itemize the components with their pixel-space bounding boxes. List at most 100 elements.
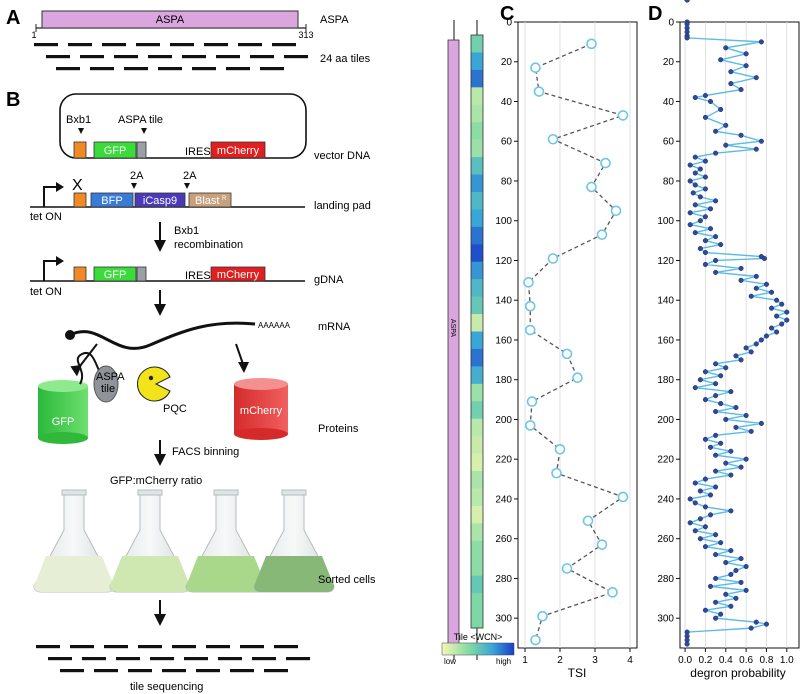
degron-point: [713, 128, 719, 134]
tile-dash: [218, 657, 242, 661]
degron-point: [692, 528, 698, 534]
y-tick-label: 260: [495, 534, 512, 545]
degron-point: [713, 393, 719, 399]
y-tick-label: 0: [668, 18, 674, 29]
degron-point: [702, 261, 708, 268]
degron-point: [743, 456, 749, 462]
degron-point: [728, 448, 734, 454]
aspa-start-number: 1: [31, 30, 36, 40]
tile-dash: [70, 645, 94, 649]
tile-dash: [264, 669, 288, 673]
tile-wcn-cell: [471, 191, 483, 210]
tsi-point: [547, 133, 559, 145]
y-tick-label: 240: [495, 494, 512, 505]
tile-dash: [102, 43, 126, 47]
tile-dash: [162, 669, 186, 673]
degron-point: [687, 520, 693, 526]
degron-point: [702, 544, 708, 550]
tile-sequencing-label: tile sequencing: [130, 681, 203, 693]
y-tick-label: 0: [506, 18, 512, 29]
flask-culture: [34, 556, 114, 592]
gfp-box-label: GFP: [104, 145, 127, 157]
tile-wcn-cell: [471, 296, 483, 315]
degron-point: [713, 575, 719, 581]
sorted-cell-flask: [33, 489, 115, 593]
tsi-point: [586, 38, 597, 50]
y-tick-label: 220: [495, 455, 512, 466]
degron-point: [774, 313, 780, 319]
degron-point: [697, 246, 703, 252]
degron-point: [738, 464, 744, 470]
degron-point: [713, 552, 719, 558]
x-tick-label: 3: [592, 655, 598, 666]
tile-dash: [206, 645, 230, 649]
sorted-cell-flask: [109, 489, 191, 593]
degron-point: [684, 35, 690, 41]
degron-point: [733, 353, 739, 359]
icasp9-box: [134, 192, 186, 208]
vector-plasmid: [59, 93, 307, 159]
degron-point: [692, 94, 698, 101]
icasp9-box-label: iCasp9: [143, 195, 177, 207]
degron-point: [774, 329, 780, 335]
degron-point: [723, 460, 729, 466]
degron-point: [713, 452, 719, 458]
y-tick-label: 120: [657, 256, 674, 267]
chart-c-frame: [517, 21, 638, 649]
degron-point: [718, 440, 724, 446]
degron-point: [768, 305, 775, 311]
degron-point: [697, 488, 703, 494]
tile-dash: [48, 657, 72, 661]
degron-point: [743, 563, 749, 570]
aspa-bar-label: ASPA: [156, 14, 185, 26]
degron-point: [713, 269, 719, 275]
y-tick-label: 60: [501, 137, 513, 148]
mcherry-cylinder-label: mCherry: [240, 405, 283, 417]
tile-dash: [158, 67, 182, 71]
landing-pad-label: landing pad: [314, 200, 371, 212]
degron-point: [718, 57, 724, 63]
flask-culture: [186, 556, 266, 592]
translation-arrow-right: [235, 343, 244, 365]
aspa-tile-label: ASPA tile: [118, 114, 163, 126]
degron-point: [687, 496, 693, 502]
degron-point: [718, 373, 724, 379]
tet-on-label-2: tet ON: [30, 286, 62, 298]
degron-point: [733, 567, 739, 574]
y-tick-label: 140: [495, 296, 512, 307]
tile-wcn-cell: [471, 418, 483, 437]
y-tick-label: 240: [657, 494, 674, 505]
flask-culture: [110, 556, 190, 592]
ratio-label: GFP:mCherry ratio: [110, 475, 202, 487]
tile-dash: [114, 55, 138, 59]
degron-point: [713, 599, 719, 605]
degron-point: [713, 150, 719, 156]
ires-label: IRES: [185, 146, 211, 158]
degron-point: [763, 621, 770, 627]
blast-box: [188, 192, 232, 208]
tile-dash: [182, 55, 206, 59]
degron-point: [697, 194, 703, 200]
y-tick-label: 200: [657, 415, 674, 426]
degron-point: [748, 349, 754, 355]
tile-wcn-cell: [471, 505, 483, 524]
y-tick-label: 300: [495, 614, 512, 625]
promoter-arrowhead-1: [56, 182, 64, 192]
degron-point: [784, 309, 790, 315]
degron-point: [738, 277, 744, 283]
degron-point: [728, 508, 734, 514]
bfp-box: [90, 192, 134, 208]
degron-point: [723, 122, 729, 128]
y-tick-label: 160: [657, 335, 674, 346]
degron-point: [713, 484, 719, 490]
tsi-point: [533, 86, 545, 97]
degron-point: [702, 114, 708, 120]
degron-point: [723, 559, 729, 566]
degron-point: [728, 69, 734, 75]
degron-point: [758, 337, 764, 343]
degron-point: [702, 436, 708, 442]
wcn-colorbar: [441, 642, 515, 656]
aspa-tile-blob-label-2: tile: [101, 383, 115, 395]
bfp-box-label: BFP: [101, 195, 122, 207]
